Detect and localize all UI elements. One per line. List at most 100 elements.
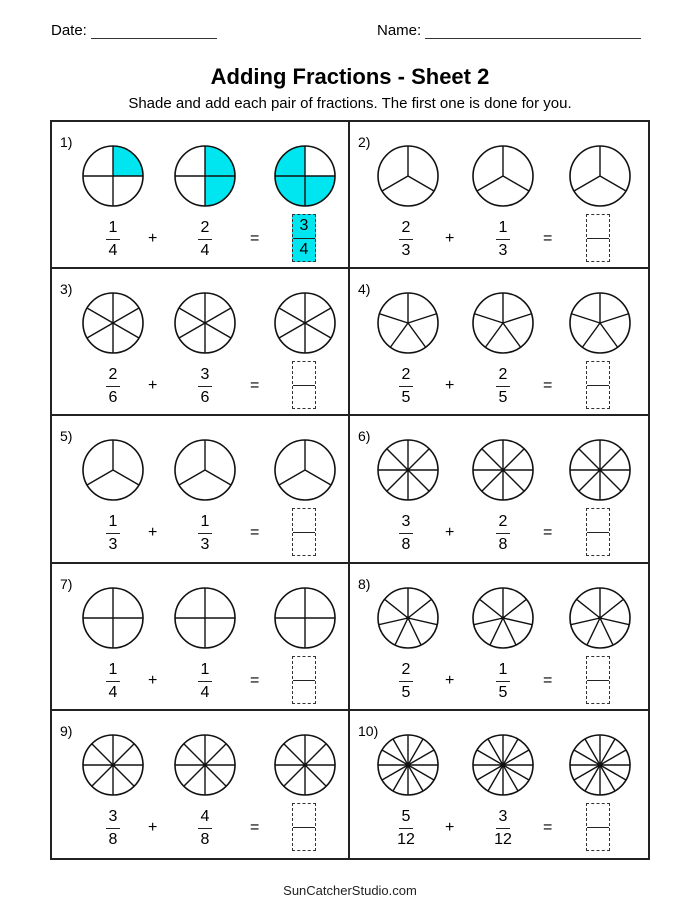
footer-site: SunCatcherStudio.com: [283, 883, 417, 898]
fraction-bar: [496, 239, 510, 240]
fraction-circle-b[interactable]: [173, 144, 237, 208]
problem-7: 7) 1 4 + 1 4 =: [52, 563, 350, 711]
answer-box[interactable]: [292, 655, 316, 704]
fraction-circle-a[interactable]: [376, 144, 440, 208]
numerator: 3: [108, 807, 118, 825]
equals-sign: =: [543, 230, 553, 247]
fraction-circle-a[interactable]: [376, 586, 440, 650]
problem-9: 9) 3 8 + 4 8 =: [52, 710, 350, 858]
denominator: 3: [108, 536, 118, 554]
answer-numerator[interactable]: 3: [299, 217, 309, 234]
fraction-circle-a[interactable]: [81, 586, 145, 650]
answer-fraction-bar: [293, 826, 315, 828]
fraction-circle-b[interactable]: [173, 438, 237, 502]
answer-fraction-bar: [293, 532, 315, 534]
fraction-circle-sum[interactable]: [568, 291, 632, 355]
denominator: 8: [200, 830, 210, 848]
plus-sign: +: [445, 671, 455, 689]
fraction-bar: [399, 827, 413, 829]
fraction-circle-b[interactable]: [471, 586, 535, 650]
answer-box[interactable]: [292, 361, 316, 410]
problem-6: 6) 3 8 + 2 8 =: [350, 416, 648, 564]
answer-fraction-bar: [293, 238, 315, 239]
name-field[interactable]: Name:: [377, 22, 642, 39]
fraction-b: 2 8: [488, 512, 518, 555]
fraction-b: 1 5: [488, 660, 518, 703]
fraction-bar: [106, 827, 120, 829]
fraction-circle-sum[interactable]: [273, 733, 337, 797]
fraction-b: 4 8: [190, 807, 220, 850]
denominator: 5: [401, 683, 411, 701]
plus-sign: +: [445, 230, 455, 247]
plus-sign: +: [148, 230, 158, 247]
fraction-circle-b[interactable]: [471, 144, 535, 208]
answer-denominator[interactable]: 4: [299, 241, 309, 258]
fraction-circle-a[interactable]: [81, 291, 145, 355]
fraction-bar: [198, 680, 212, 682]
fraction-a: 3 8: [391, 512, 421, 555]
answer-box[interactable]: 3 4: [292, 214, 316, 262]
fraction-circle-sum[interactable]: [273, 291, 337, 355]
equals-sign: =: [543, 671, 553, 689]
fraction-circle-sum[interactable]: [568, 586, 632, 650]
answer-box[interactable]: [292, 802, 316, 851]
fraction-circle-sum[interactable]: [273, 144, 337, 208]
denominator: 8: [401, 536, 411, 554]
numerator: 1: [108, 513, 118, 531]
fraction-circle-b[interactable]: [173, 586, 237, 650]
fraction-circle-a[interactable]: [376, 733, 440, 797]
equals-sign: =: [250, 671, 260, 689]
fraction-circle-a[interactable]: [81, 438, 145, 502]
denominator: 6: [200, 389, 210, 407]
numerator: 1: [200, 660, 210, 678]
name-input-line[interactable]: [425, 24, 642, 39]
fraction-a: 3 8: [98, 807, 128, 850]
plus-sign: +: [148, 818, 158, 836]
problem-2: 2) 2 3 + 1 3 =: [350, 122, 648, 270]
answer-box[interactable]: [586, 802, 610, 851]
fraction-circle-a[interactable]: [81, 733, 145, 797]
numerator: 3: [401, 513, 411, 531]
fraction-circle-b[interactable]: [471, 733, 535, 797]
fraction-b: 3 12: [488, 807, 518, 850]
fraction-circle-sum[interactable]: [273, 586, 337, 650]
fraction-circle-b[interactable]: [471, 291, 535, 355]
answer-box[interactable]: [586, 214, 610, 262]
fraction-bar: [399, 386, 413, 388]
fraction-circle-a[interactable]: [81, 144, 145, 208]
fraction-circle-sum[interactable]: [568, 438, 632, 502]
name-label: Name:: [377, 22, 422, 39]
fraction-a: 1 4: [98, 218, 128, 261]
problem-10: 10) 5 12 + 3 12 =: [350, 711, 648, 858]
problem-number: 5): [60, 428, 73, 445]
fraction-circle-a[interactable]: [376, 291, 440, 355]
equals-sign: =: [543, 524, 553, 542]
denominator: 12: [494, 830, 512, 848]
denominator: 3: [401, 242, 411, 259]
answer-box[interactable]: [586, 361, 610, 410]
denominator: 5: [498, 683, 508, 701]
plus-sign: +: [445, 818, 455, 836]
answer-box[interactable]: [586, 508, 610, 557]
denominator: 5: [498, 389, 508, 407]
denominator: 5: [401, 389, 411, 407]
fraction-circle-sum[interactable]: [273, 438, 337, 502]
fraction-circle-b[interactable]: [471, 438, 535, 502]
date-input-line[interactable]: [90, 24, 217, 39]
answer-box[interactable]: [586, 655, 610, 704]
fraction-circle-a[interactable]: [376, 438, 440, 502]
denominator: 3: [498, 242, 508, 259]
fraction-bar: [399, 239, 413, 240]
fraction-circle-sum[interactable]: [568, 144, 632, 208]
problem-1: 1) 1 4 + 2 4 = 3 4: [52, 122, 350, 270]
fraction-circle-b[interactable]: [173, 733, 237, 797]
page-title: Adding Fractions - Sheet 2: [210, 64, 490, 89]
fraction-a: 2 5: [391, 365, 421, 408]
answer-fraction-bar: [587, 679, 609, 681]
fraction-circle-b[interactable]: [173, 291, 237, 355]
problem-4: 4) 2 5 + 2 5 =: [350, 269, 648, 417]
answer-box[interactable]: [292, 508, 316, 557]
fraction-circle-sum[interactable]: [568, 733, 632, 797]
date-field[interactable]: Date:: [51, 22, 217, 39]
answer-fraction-bar: [587, 385, 609, 387]
